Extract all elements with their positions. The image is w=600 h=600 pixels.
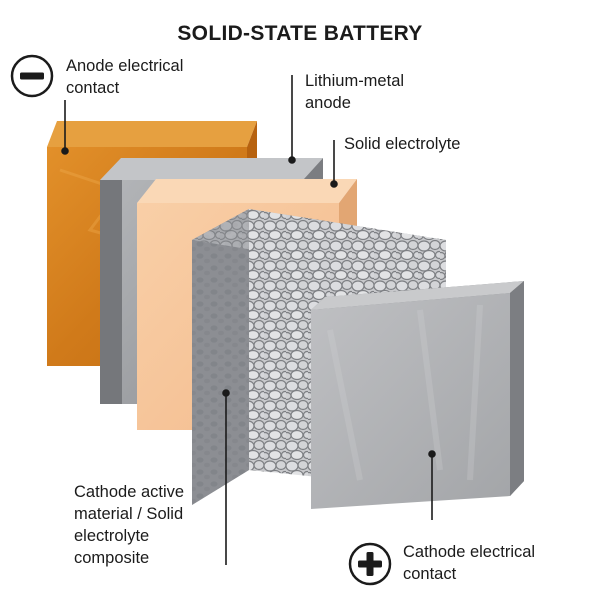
label-line: Cathode electrical: [403, 543, 536, 561]
label-line: anode: [305, 94, 351, 112]
label-line: material / Solid: [74, 505, 184, 523]
label-line: composite: [74, 549, 150, 567]
label-cathode-composite: Cathode active material / Solid electrol…: [74, 481, 254, 569]
label-line: Anode electrical: [66, 57, 184, 75]
label-line: Lithium-metal: [305, 72, 405, 90]
label-line: Solid electrolyte: [344, 135, 461, 153]
callout-lines: [61, 75, 436, 565]
cathode-contact-layer: [311, 281, 524, 509]
label-line: contact: [66, 79, 120, 97]
label-line: electrolyte: [74, 527, 150, 545]
label-lithium-metal-anode: Lithium-metal anode: [305, 70, 465, 114]
label-anode-electrical-contact: Anode electrical contact: [66, 55, 246, 99]
cathode-composite-layer: [192, 209, 446, 505]
label-line: Cathode active: [74, 483, 185, 501]
diagram-title: SOLID-STATE BATTERY: [177, 22, 423, 45]
label-solid-electrolyte: Solid electrolyte: [344, 133, 544, 155]
label-line: contact: [403, 565, 457, 583]
label-cathode-electrical-contact: Cathode electrical contact: [403, 541, 593, 585]
negative-terminal-icon: [10, 54, 54, 98]
positive-terminal-icon: [348, 542, 392, 586]
